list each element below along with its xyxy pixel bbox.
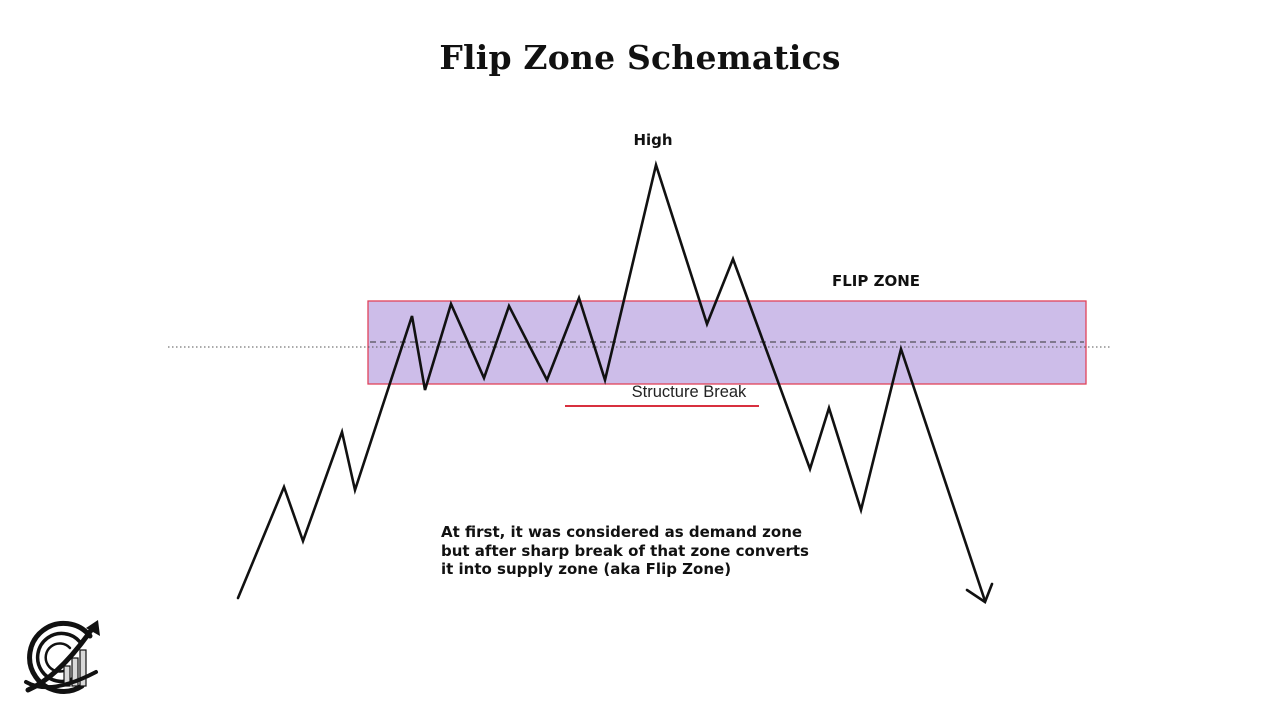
note-line: but after sharp break of that zone conve… (441, 541, 809, 560)
explanation-note: At first, it was considered as demand zo… (441, 523, 861, 579)
note-line: At first, it was considered as demand zo… (441, 523, 803, 541)
structure-break-label: Structure Break (632, 383, 747, 401)
page-title: Flip Zone Schematics (439, 38, 841, 77)
price-path (236, 160, 987, 603)
down-arrow-icon (965, 582, 994, 604)
note-line: it into supply zone (aka Flip Zone) (441, 560, 732, 578)
chart-arrow-logo-icon (24, 620, 100, 694)
flip-zone-label: FLIP ZONE (832, 272, 920, 290)
high-label: High (633, 131, 672, 149)
